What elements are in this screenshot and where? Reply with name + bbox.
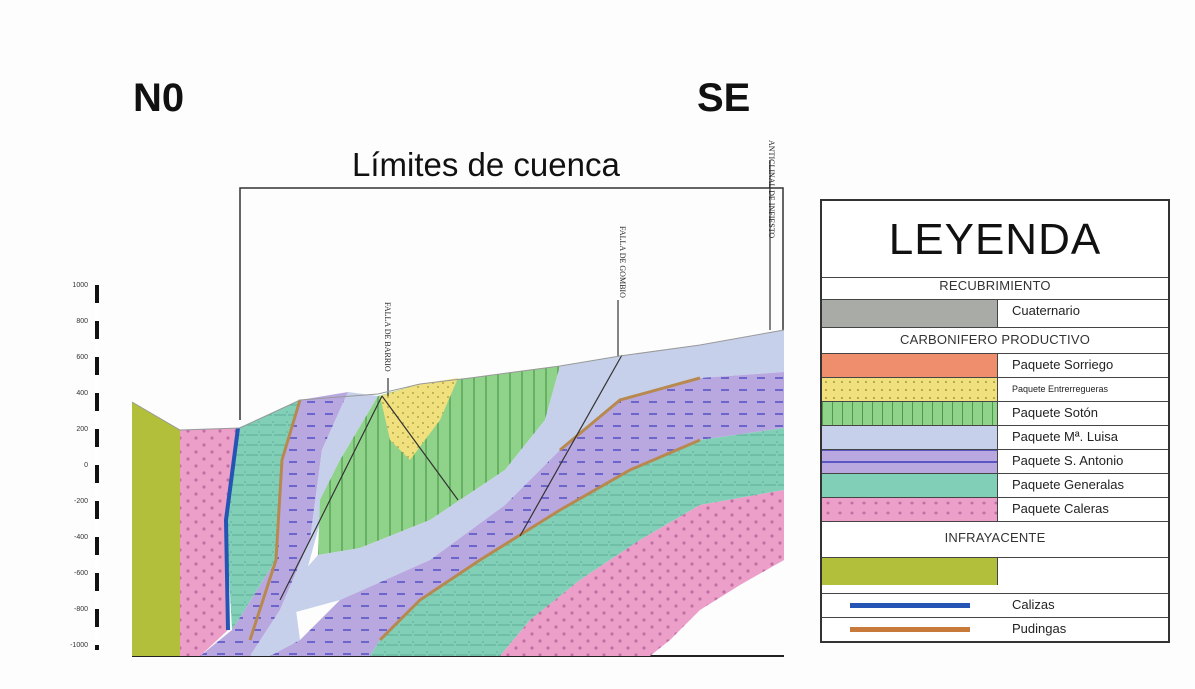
legend-box: LEYENDA RECUBRIMIENTO Cuaternario CARBON…: [820, 199, 1170, 643]
legend-item: Paquete S. Antonio: [822, 449, 1168, 473]
unit-caleras-west: [180, 428, 238, 656]
legend-section-heading: RECUBRIMIENTO: [822, 277, 1168, 299]
unit-generalas-east: [370, 428, 784, 656]
legend-section-heading: INFRAYACENTE: [822, 521, 1168, 557]
legend-item: Paquete Generalas: [822, 473, 1168, 497]
legend-item: Paquete Mª. Luisa: [822, 425, 1168, 449]
pudingas-line-swatch: [850, 627, 970, 632]
legend-title-row: LEYENDA: [822, 201, 1168, 277]
legend-item-label: Paquete Sotón: [1012, 405, 1099, 420]
basin-limits-frame: [239, 187, 784, 420]
legend-swatch: [822, 558, 998, 585]
legend-swatch: [822, 474, 998, 497]
legend-item-label: Paquete Sorriego: [1012, 357, 1114, 372]
unit-infrayacente: [132, 402, 180, 656]
vertical-scale-bar: [95, 285, 99, 650]
legend-line-item: Pudingas: [822, 617, 1168, 641]
legend-item-label: Paquete Caleras: [1012, 501, 1109, 516]
legend-item: Paquete Sotón: [822, 401, 1168, 425]
scale-tick-label: -800: [73, 606, 88, 613]
unit-maluisa-central: [296, 330, 784, 612]
legend-title: LEYENDA: [888, 215, 1102, 264]
legend-swatch: [822, 300, 998, 327]
legend-line-item: Calizas: [822, 593, 1168, 617]
fault-label: FALLA DE BARRIO: [383, 302, 392, 372]
direction-label-se: SE: [697, 76, 751, 120]
topographic-surface: [131, 329, 785, 431]
scale-tick-label: -200: [73, 498, 88, 505]
legend-item-label: Paquete Entrerregueras: [1012, 384, 1109, 394]
scale-tick-label: 200: [76, 426, 88, 433]
legend-item-label: Pudingas: [1012, 621, 1067, 636]
scale-tick-label: 0: [84, 462, 88, 469]
unit-santonio-central: [270, 372, 784, 656]
legend-item-label: Paquete Generalas: [1012, 477, 1125, 492]
direction-label-nw: N0: [133, 76, 185, 120]
unit-maluisa-west: [250, 392, 378, 656]
legend-item: Paquete Sorriego: [822, 353, 1168, 377]
fault-lines: [279, 160, 771, 601]
legend-item-label: Cuaternario: [1012, 303, 1080, 318]
calizas-line: [223, 427, 240, 631]
legend-item: Paquete Caleras: [822, 497, 1168, 521]
scale-tick-label: 400: [76, 390, 88, 397]
legend-swatch: [822, 354, 998, 377]
geologic-cross-section: [95, 160, 785, 657]
unit-soton: [318, 366, 560, 555]
legend-item: [822, 557, 1168, 585]
scale-tick-label: -600: [73, 570, 88, 577]
legend-item-label: Paquete Mª. Luisa: [1012, 429, 1118, 444]
legend-swatch: [822, 402, 998, 425]
legend-swatch: [822, 378, 998, 401]
scale-tick-label: -400: [73, 534, 88, 541]
fault-label: ANTICLINAL DE INFIESTO: [767, 140, 776, 239]
scale-tick-label: 1000: [72, 282, 88, 289]
scale-tick-label: -1000: [70, 642, 88, 649]
unit-entrerregueras: [380, 378, 458, 460]
legend-item-label: Paquete S. Antonio: [1012, 453, 1124, 468]
unit-santonio-west: [200, 392, 348, 656]
legend-swatch: [822, 426, 998, 449]
diagram-title: Límites de cuenca: [352, 146, 620, 183]
legend-swatch: [822, 450, 998, 473]
unit-caleras-east: [500, 490, 784, 656]
legend-section-heading: CARBONIFERO PRODUCTIVO: [822, 327, 1168, 353]
legend-item-label: Calizas: [1012, 597, 1055, 612]
fault-label: FALLA DE GOMBIO: [618, 226, 627, 298]
legend-swatch: [822, 498, 998, 521]
scale-tick-label: 600: [76, 354, 88, 361]
legend-item: Paquete Entrerregueras: [822, 377, 1168, 401]
scale-tick-label: 800: [76, 318, 88, 325]
calizas-line-swatch: [850, 603, 970, 608]
legend-item: Cuaternario: [822, 299, 1168, 327]
